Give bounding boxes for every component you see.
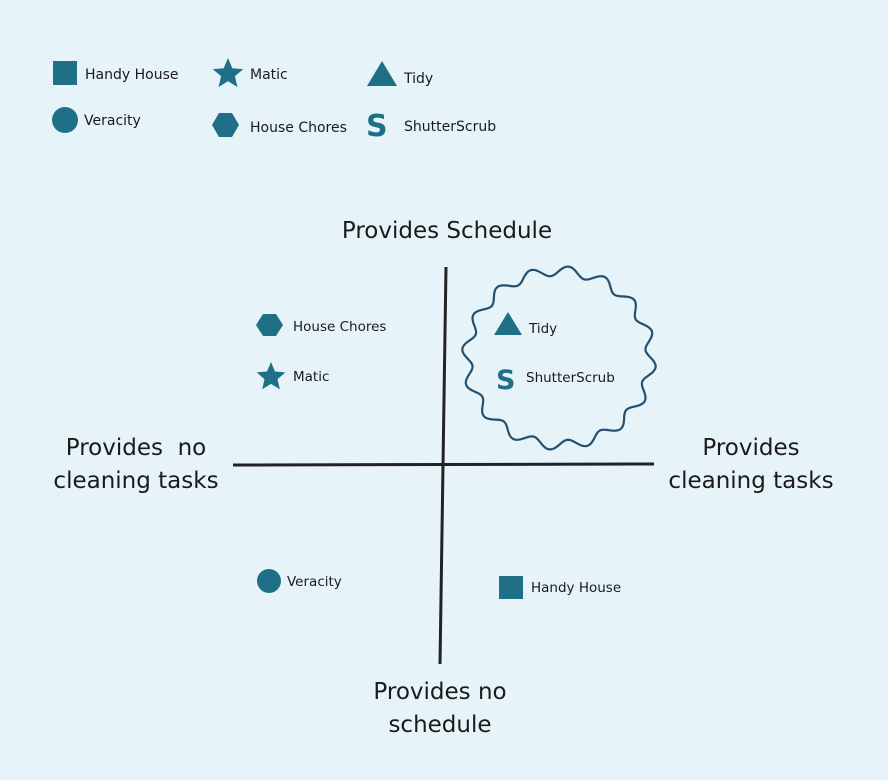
- plot-item-label: Veracity: [287, 574, 342, 590]
- axis-label-right-line1: Provides: [702, 435, 799, 461]
- legend-label: ShutterScrub: [404, 119, 496, 135]
- vertical-axis: [438, 266, 448, 665]
- legend-label: Veracity: [84, 113, 141, 129]
- triangle-icon: [494, 312, 522, 335]
- plot-item-shutterscrub: S ShutterScrub: [496, 365, 615, 396]
- hexagon-icon: [256, 314, 283, 336]
- plot-item-label: Matic: [293, 369, 329, 385]
- plot-item-tidy: Tidy: [494, 312, 557, 337]
- plot-item-veracity: Veracity: [257, 569, 342, 593]
- square-icon: [53, 61, 77, 85]
- plot-item-house-chores: House Chores: [256, 314, 386, 336]
- axis-label-right-line2: cleaning tasks: [668, 468, 833, 494]
- axis-label-bottom-line1: Provides no: [373, 679, 506, 705]
- plot-item-label: Handy House: [531, 580, 621, 596]
- circle-icon: [257, 569, 281, 593]
- hexagon-icon: [212, 113, 239, 137]
- legend-item-veracity: Veracity: [52, 107, 141, 133]
- star-icon: [212, 58, 244, 87]
- axis-label-left-line1: Provides no: [66, 435, 207, 461]
- square-icon: [499, 576, 523, 599]
- legend-label: Tidy: [403, 71, 433, 87]
- axis-label-left-line2: cleaning tasks: [53, 468, 218, 494]
- star-icon: [256, 362, 286, 390]
- circle-icon: [52, 107, 78, 133]
- legend-item-shutterscrub: S ShutterScrub: [366, 109, 496, 144]
- s-letter-icon: S: [366, 109, 388, 144]
- plot-item-handy-house: Handy House: [499, 576, 621, 599]
- legend-label: Handy House: [85, 67, 178, 83]
- legend-item-tidy: Tidy: [367, 61, 433, 87]
- legend-item-matic: Matic: [212, 58, 288, 87]
- s-letter-icon: S: [496, 365, 515, 396]
- cluster-outline: [461, 265, 657, 451]
- legend-label: House Chores: [250, 120, 347, 136]
- plot-item-label: Tidy: [528, 321, 557, 337]
- plot-item-matic: Matic: [256, 362, 329, 390]
- legend-item-handy-house: Handy House: [53, 61, 178, 85]
- legend-item-house-chores: House Chores: [212, 113, 347, 137]
- axis-label-bottom-line2: schedule: [388, 712, 491, 738]
- legend: Handy House Matic Tidy Veracity House Ch…: [52, 58, 496, 144]
- triangle-icon: [367, 61, 397, 86]
- legend-label: Matic: [250, 67, 288, 83]
- axis-label-top: Provides Schedule: [342, 218, 552, 244]
- plot-item-label: House Chores: [293, 319, 386, 335]
- plot-item-label: ShutterScrub: [526, 370, 615, 386]
